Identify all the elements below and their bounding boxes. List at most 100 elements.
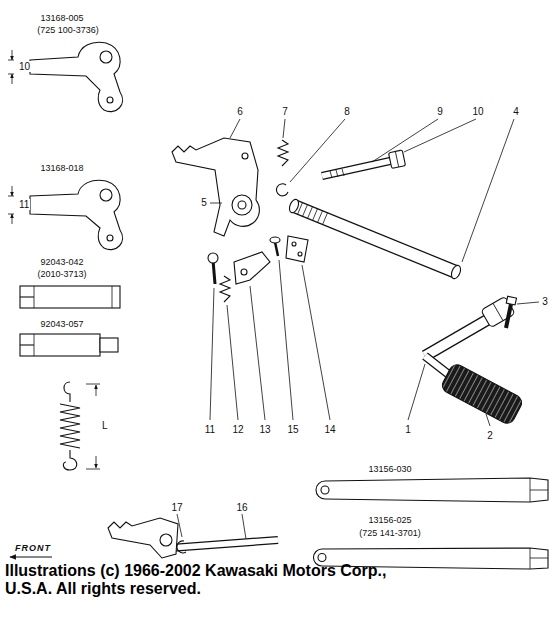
pawl-detail (30, 42, 123, 111)
circlip (276, 184, 288, 196)
part-number: (2010-3713) (36, 270, 87, 280)
shift-lever (425, 296, 515, 377)
plate (234, 252, 270, 284)
pin-detail (34, 286, 35, 308)
part-number: 92043-057 (39, 320, 84, 330)
part-number: (725 141-3701) (358, 529, 422, 539)
callout-number: 14 (323, 424, 336, 435)
pawl-detail (30, 42, 123, 111)
spring-detail (86, 384, 100, 385)
collar (389, 150, 406, 169)
leader-line (486, 414, 490, 426)
bolt (208, 253, 218, 263)
pawl-detail (30, 180, 123, 249)
spring-detail (60, 404, 80, 448)
leader-line (250, 286, 265, 420)
leader-line (279, 260, 293, 420)
shift-lever (493, 303, 503, 320)
spline-groove (297, 202, 302, 214)
leader-line (408, 364, 425, 420)
pin-detail (20, 296, 34, 297)
shift-arm (242, 153, 248, 159)
front-arrow (10, 556, 52, 557)
lever-detail (530, 490, 548, 491)
shift-shaft (450, 264, 463, 280)
lever-detail (316, 478, 548, 502)
callout-number: 16 (235, 502, 248, 513)
pin-detail (20, 286, 120, 308)
screw (275, 242, 278, 256)
callout-number: 5 (200, 197, 208, 208)
leader-line (210, 288, 214, 420)
leader-line (283, 119, 285, 138)
spline-groove (322, 213, 327, 225)
pawl-detail (100, 189, 112, 201)
spline-groove (312, 208, 317, 220)
pin-detail (34, 334, 35, 356)
spline-groove (302, 204, 307, 216)
lever-detail (530, 478, 531, 502)
callout-number: 13 (258, 424, 271, 435)
callout-number: 1 (404, 424, 412, 435)
dimension-line (12, 74, 13, 84)
part-number: 13156-030 (367, 465, 412, 475)
lever-detail (530, 548, 531, 569)
dimension-line (12, 214, 13, 224)
dimension-line (8, 60, 14, 61)
lever-detail (316, 478, 548, 502)
pin-detail (20, 334, 118, 356)
shift-lever (425, 316, 494, 356)
part-number: 13168-018 (39, 164, 84, 174)
leader-line (227, 305, 238, 420)
callout-number: 2 (486, 430, 494, 441)
shift-assembly (170, 540, 278, 548)
bolt (322, 161, 390, 178)
pin-detail (112, 286, 113, 308)
dimension-line (8, 196, 14, 197)
dimension-line (8, 50, 14, 84)
shift-assembly (108, 518, 178, 558)
callout-number: 4 (512, 106, 520, 117)
spring-detail (63, 450, 76, 470)
spline-groove (317, 211, 322, 223)
bolt (213, 260, 215, 284)
callout-number: 10 (471, 106, 484, 117)
shift-shaft (288, 198, 463, 280)
part-number: 92043-042 (39, 258, 84, 268)
pedal-rubber (440, 362, 525, 426)
leader-line (372, 119, 438, 162)
front-marker: FRONT (14, 544, 52, 554)
spring (278, 140, 288, 166)
leader-line (230, 119, 240, 138)
pawl-detail (107, 235, 113, 241)
plate (286, 236, 308, 262)
screw (270, 237, 280, 256)
shift-arm (232, 195, 252, 215)
spring-detail (86, 469, 100, 470)
part-number: (725 100-3736) (36, 26, 100, 36)
leader-line (242, 514, 246, 539)
callout-number: 6 (236, 106, 244, 117)
shift-assembly (108, 518, 278, 558)
leader-line (290, 119, 345, 182)
pawl-detail (30, 180, 123, 249)
plate (298, 252, 302, 256)
shift-assembly (177, 541, 186, 553)
bolt (322, 161, 390, 176)
dimension-label: L (101, 420, 109, 431)
dimension-line (8, 214, 14, 215)
shift-shaft (294, 206, 456, 272)
part-number: 13168-005 (39, 14, 84, 24)
pin-detail (20, 334, 100, 356)
dimension-line (8, 74, 14, 75)
plate (292, 242, 296, 246)
dimension-label: 11 (18, 199, 30, 210)
leader-line (404, 119, 476, 152)
shift-arm (172, 138, 259, 236)
collar (389, 150, 406, 169)
spring-detail (96, 385, 97, 396)
shift-arm (238, 201, 246, 209)
bolt (208, 253, 218, 284)
